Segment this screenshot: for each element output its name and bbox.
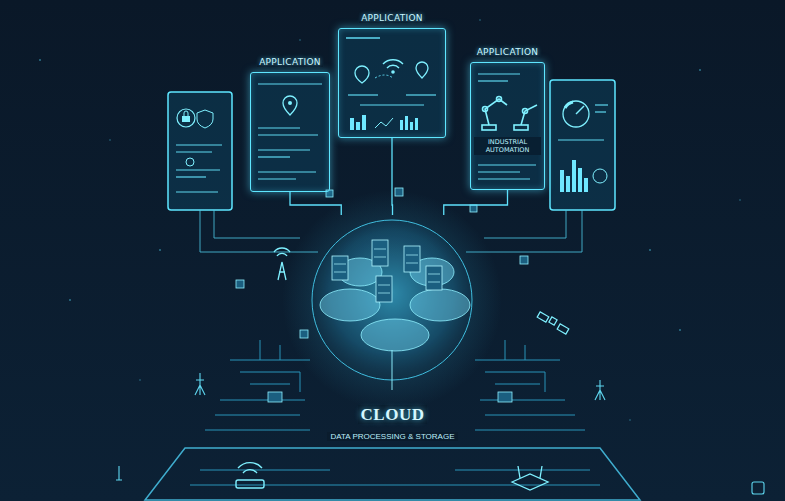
panel-heading: APPLICATION <box>359 13 425 23</box>
text-holder: INDUSTRIAL AUTOMATION <box>474 137 541 155</box>
tower-icon <box>274 248 290 280</box>
stars <box>39 19 741 421</box>
application-panel: APPLICATION <box>338 28 446 138</box>
panel-second <box>250 72 330 192</box>
connector <box>391 138 393 215</box>
text-holder: APPLICATION <box>231 57 349 67</box>
connector <box>444 190 508 215</box>
text-holder: CLOUD <box>290 405 495 425</box>
servers <box>332 240 442 302</box>
antenna-icons <box>116 373 764 494</box>
connector <box>290 192 341 215</box>
cloud-node: CLOUD DATA PROCESSING & STORAGE <box>290 215 495 447</box>
cloud-subtitle: DATA PROCESSING & STORAGE <box>327 432 457 441</box>
panel-right <box>550 80 615 210</box>
circuit-platform <box>145 340 640 500</box>
text-holder: APPLICATION <box>319 13 465 23</box>
panel-left <box>168 92 232 210</box>
cloud-title: CLOUD <box>358 405 428 424</box>
satellite-icon <box>537 312 569 334</box>
application-panel: APPLICATIONINDUSTRIAL AUTOMATION <box>470 62 545 190</box>
router-icon <box>512 466 548 490</box>
application-panel: APPLICATION <box>250 72 330 192</box>
text-holder: APPLICATION <box>451 47 564 57</box>
robot-arm <box>482 97 537 131</box>
chips <box>236 188 528 402</box>
panel-heading: APPLICATION <box>257 57 323 67</box>
cloud-globe <box>282 190 502 410</box>
panel-heading: APPLICATION <box>475 47 541 57</box>
panel-caption: INDUSTRIAL AUTOMATION <box>486 138 530 154</box>
text-holder: DATA PROCESSING & STORAGE <box>280 432 505 441</box>
panel-fourth <box>470 62 545 190</box>
wifi-icon <box>236 463 264 488</box>
panel-center <box>338 28 446 138</box>
